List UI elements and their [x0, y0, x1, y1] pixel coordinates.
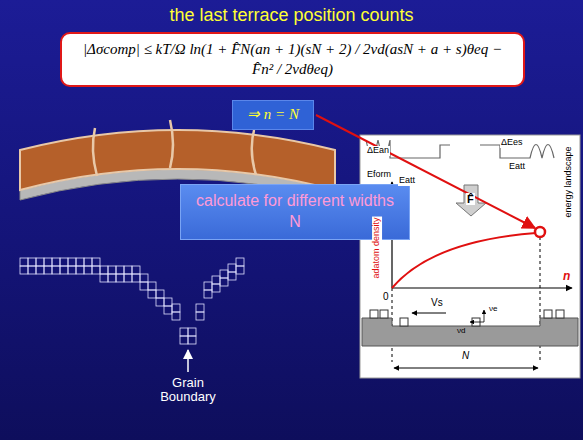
terrace-cell — [228, 272, 236, 280]
terrace-cell — [156, 290, 164, 298]
energy-label: Eatt — [508, 162, 526, 172]
slide-title: the last terrace position counts — [0, 5, 583, 26]
terrace-cell — [116, 266, 124, 274]
grain-boundary-line — [93, 128, 97, 176]
terrace-cell — [108, 266, 116, 274]
rate-label: νd — [456, 327, 466, 336]
terrace-cell — [140, 282, 148, 290]
terrace-cell — [44, 258, 52, 266]
terrace-cell — [20, 258, 28, 266]
terrace-cell — [132, 266, 140, 274]
energy-label: ΔEes — [500, 138, 524, 148]
terrace-cell — [92, 266, 100, 274]
grain-boundary-line — [170, 120, 173, 168]
terrace-cell — [20, 266, 28, 274]
terrace-cell — [100, 274, 108, 282]
terrace-cell — [68, 266, 76, 274]
terrace-cell — [236, 258, 244, 266]
terrace-cell — [124, 274, 132, 282]
formula-box: |Δσcomp| ≤ kT/Ω ln(1 + F̂N(an + 1)(sN + … — [60, 32, 525, 87]
terrace-cell — [52, 258, 60, 266]
terrace-cell — [108, 274, 116, 282]
terrace-cell — [116, 274, 124, 282]
rate-label: νe — [488, 305, 498, 314]
terrace-cell — [180, 328, 188, 336]
energy-label: ΔEan — [366, 146, 390, 156]
terrace-cell — [148, 290, 156, 298]
energy-curve — [366, 140, 450, 158]
terrace-cell — [188, 328, 196, 336]
terrace-cell — [60, 266, 68, 274]
terrace-cell — [68, 258, 76, 266]
terrace-cell — [204, 290, 212, 298]
part-label: Grain Boundary — [152, 376, 224, 405]
result-box: ⇒ n = N — [232, 100, 314, 130]
dimension-label: N — [461, 350, 470, 361]
terrace-cell — [164, 298, 172, 306]
terrace-cell — [76, 258, 84, 266]
axis-label: n — [562, 270, 571, 283]
terrace-cell — [84, 266, 92, 274]
terrace-cell — [188, 336, 196, 344]
end-point — [535, 227, 545, 237]
pointer-arrow — [187, 350, 189, 372]
terrace-cell — [212, 276, 220, 284]
terrace-cell — [148, 282, 156, 290]
terrace-cell — [220, 270, 228, 278]
node-text: ⇒ n = N — [247, 105, 299, 125]
terrace-cell — [156, 298, 164, 306]
terrace-cell — [76, 266, 84, 274]
terrace-cell — [132, 274, 140, 282]
grain-boundary-line — [252, 126, 256, 175]
axis-label: 0 — [382, 291, 390, 302]
terrace-cell — [36, 266, 44, 274]
hop-arrow — [484, 310, 485, 322]
density-curve — [392, 233, 536, 288]
velocity-arrow — [412, 313, 446, 314]
model-panel — [360, 135, 580, 378]
node-text: calculate for different widths N — [191, 191, 399, 233]
adatoms — [370, 310, 564, 326]
terrace-cell — [100, 266, 108, 274]
terrace-cell — [204, 282, 212, 290]
width-dimension — [394, 368, 538, 369]
x-axis — [392, 287, 572, 288]
terrace-cell — [228, 264, 236, 272]
terrace-staircase — [20, 258, 244, 344]
terrace-cell — [172, 312, 180, 320]
node-text: |Δσcomp| ≤ kT/Ω ln(1 + F̂N(an + 1)(sN + … — [74, 40, 511, 79]
terrace-cell — [220, 278, 228, 286]
substrate-block — [362, 318, 578, 346]
terrace-cell — [180, 336, 188, 344]
terrace-cell — [52, 266, 60, 274]
energy-label: Eatt — [398, 176, 416, 186]
terrace-cell — [172, 304, 180, 312]
terrace-cell — [196, 304, 204, 312]
terrace-cell — [60, 258, 68, 266]
velocity-label: Vs — [430, 297, 444, 308]
hop-arrow — [470, 322, 484, 323]
terrace-cell — [84, 258, 92, 266]
terrace-cell — [28, 258, 36, 266]
terrace-cell — [28, 266, 36, 274]
terrace-cell — [236, 266, 244, 274]
terrace-cell — [124, 266, 132, 274]
terrace-cell — [164, 306, 172, 314]
terrace-cell — [36, 258, 44, 266]
terrace-cell — [44, 266, 52, 274]
force-label: F̂ — [466, 193, 475, 205]
axis-label: energy landscape — [564, 145, 574, 218]
energy-label: Eform — [366, 170, 392, 180]
terrace-cell — [92, 258, 100, 266]
terrace-cell — [212, 284, 220, 292]
terrace-cell — [140, 274, 148, 282]
grain-band — [20, 130, 335, 190]
axis-label: adatom density — [372, 216, 382, 279]
terrace-cell — [196, 312, 204, 320]
force-arrow — [456, 185, 486, 216]
